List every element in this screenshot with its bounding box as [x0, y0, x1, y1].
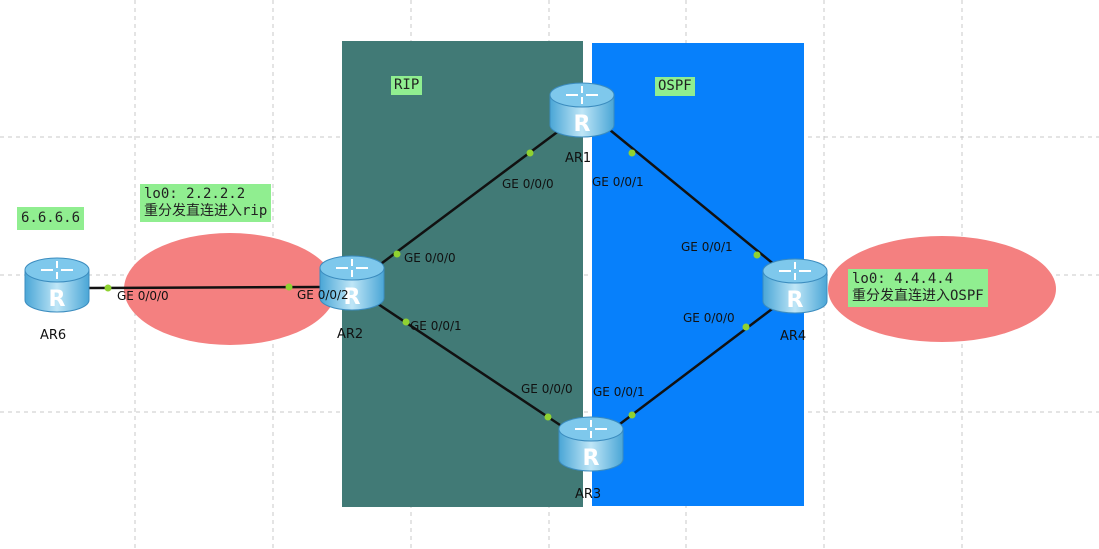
port-dot: [753, 251, 761, 259]
router-top: [558, 416, 624, 442]
port-label-ar3-ge001: GE 0/0/1: [593, 385, 645, 399]
port-dot: [393, 250, 401, 258]
ar4-redistribute-label: 重分发直连进入OSPF: [852, 288, 984, 304]
ar2-loopback-label: lo0: 2.2.2.2: [144, 186, 246, 202]
port-label-ar2-ge002: GE 0/0/2: [297, 288, 349, 302]
router-top: [319, 255, 385, 281]
port-label-ar2-ge000: GE 0/0/0: [404, 251, 456, 265]
port-label-ar1-ge001: GE 0/0/1: [592, 175, 644, 189]
router-glyph: R: [787, 288, 804, 313]
router-arrows-icon: [336, 259, 368, 277]
router-arrows-icon: [566, 86, 598, 104]
router-arrows-icon: [779, 262, 811, 280]
link-ar1-ar4: [609, 129, 777, 267]
rip-area-label: RIP: [391, 76, 423, 95]
port-dot: [285, 283, 293, 291]
ar2-loopback-note: lo0: 2.2.2.2 重分发直连进入rip: [140, 184, 272, 222]
ar2-redistribute-ellipse: [124, 233, 336, 345]
router-ar1[interactable]: R: [549, 82, 615, 138]
router-ar4[interactable]: R: [762, 258, 828, 314]
router-label-ar6: AR6: [40, 328, 67, 343]
port-dot: [628, 411, 636, 419]
port-label-ar1-ge000: GE 0/0/0: [502, 177, 554, 191]
router-arrows-icon: [575, 420, 607, 438]
router-glyph: R: [583, 446, 600, 471]
router-ar3[interactable]: R: [558, 416, 624, 472]
router-ar6[interactable]: R: [24, 257, 90, 313]
port-dot: [526, 149, 534, 157]
router-label-ar3: AR3: [575, 487, 602, 502]
router-top: [549, 82, 615, 108]
router-arrows-icon: [41, 261, 73, 279]
port-label-ar2-ge001: GE 0/0/1: [410, 319, 462, 333]
router-label-ar1: AR1: [565, 151, 592, 166]
port-dot: [628, 149, 636, 157]
ar2-redistribute-label: 重分发直连进入rip: [144, 203, 268, 219]
router-glyph: R: [49, 287, 66, 312]
port-dot: [104, 284, 112, 292]
ar6-ip-label: 6.6.6.6: [17, 207, 85, 230]
port-dot: [402, 318, 410, 326]
link-ar6-ar2: [87, 285, 323, 290]
router-top: [24, 257, 90, 283]
port-label-ar3-ge000: GE 0/0/0: [521, 382, 573, 396]
ospf-area-label: OSPF: [655, 77, 695, 96]
ar4-loopback-label: lo0: 4.4.4.4: [852, 271, 954, 287]
router-ar2[interactable]: R: [319, 255, 385, 311]
router-top: [762, 258, 828, 284]
router-label-ar2: AR2: [337, 327, 364, 342]
port-dot: [742, 323, 750, 331]
port-dot: [544, 413, 552, 421]
router-glyph: R: [344, 285, 361, 310]
port-label-ar4-ge000: GE 0/0/0: [683, 311, 735, 325]
router-label-ar4: AR4: [780, 329, 807, 344]
port-label-ar4-ge001: GE 0/0/1: [681, 240, 733, 254]
router-glyph: R: [574, 112, 591, 137]
port-dots: [104, 149, 761, 421]
port-label-ar6-ge000: GE 0/0/0: [117, 289, 169, 303]
ar4-loopback-note: lo0: 4.4.4.4 重分发直连进入OSPF: [848, 269, 988, 307]
